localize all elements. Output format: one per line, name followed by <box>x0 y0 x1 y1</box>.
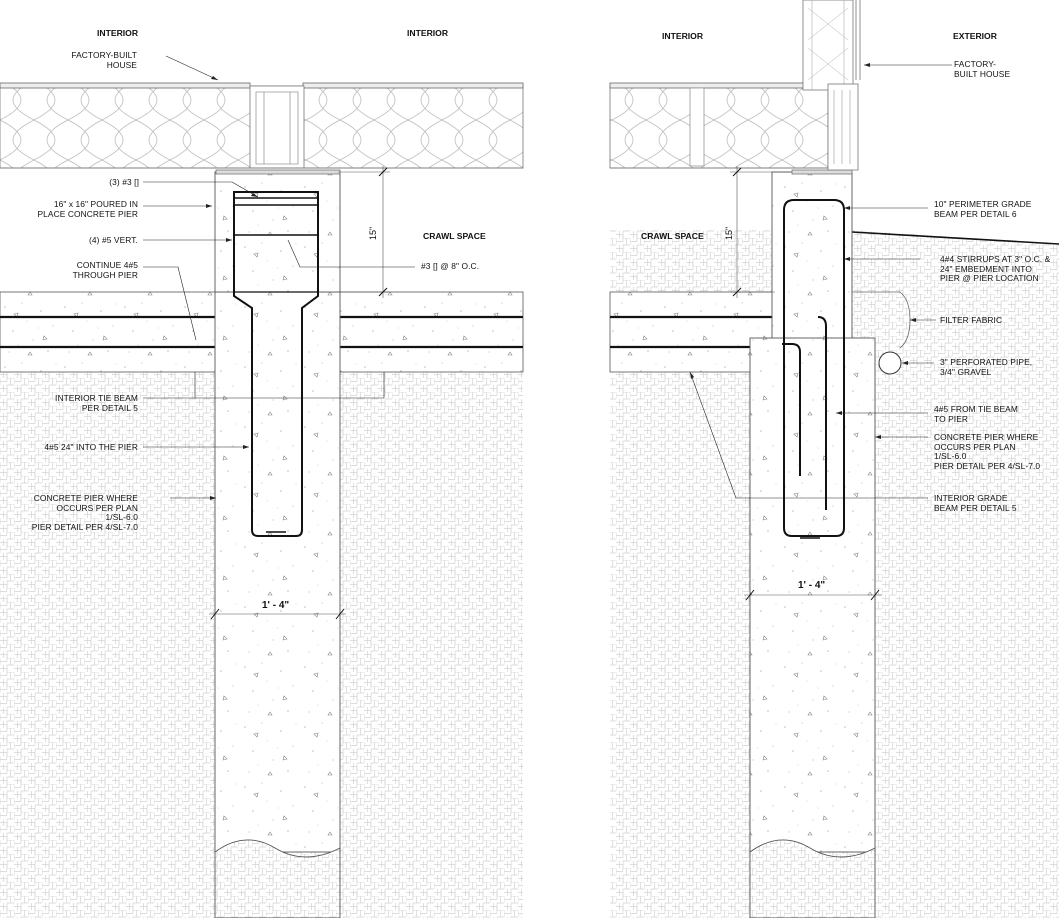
right-dim-pier-height: 15" <box>724 226 734 240</box>
left-heading-crawl-space: CRAWL SPACE <box>423 231 486 241</box>
right-detail <box>609 0 1059 918</box>
right-heading-crawl-space: CRAWL SPACE <box>641 231 704 241</box>
right-label-interior-beam: INTERIOR GRADE BEAM PER DETAIL 5 <box>934 493 1017 513</box>
left-dim-pier-width: 1' - 4" <box>262 600 290 611</box>
right-label-perforated-pipe: 3" PERFORATED PIPE, 3/4" GRAVEL <box>940 357 1033 377</box>
left-label-tie-beam: INTERIOR TIE BEAM PER DETAIL 5 <box>55 393 138 413</box>
left-label-tie-spacing: #3 [] @ 8" O.C. <box>421 261 480 271</box>
right-label-perimeter-beam: 10" PERIMETER GRADE BEAM PER DETAIL 6 <box>934 199 1032 219</box>
left-label-concrete-pier: CONCRETE PIER WHERE OCCURS PER PLAN 1/SL… <box>31 493 138 532</box>
left-heading-interior-right: INTERIOR <box>407 28 449 38</box>
left-label-ties: (3) #3 [] <box>109 177 139 187</box>
left-pier <box>214 291 341 853</box>
left-label-poured-pier: 16" x 16" POURED IN PLACE CONCRETE PIER <box>37 199 138 219</box>
right-floor-system <box>609 85 829 169</box>
right-exterior-wall <box>802 0 854 91</box>
left-detail <box>0 55 524 918</box>
left-label-factory-house: FACTORY-BUILT HOUSE <box>71 50 137 70</box>
left-heading-interior: INTERIOR <box>97 28 139 38</box>
left-label-continue-bars: CONTINUE 4#5 THROUGH PIER <box>72 260 138 280</box>
right-label-filter-fabric: FILTER FABRIC <box>940 315 1003 325</box>
left-rebar-cage <box>233 191 319 537</box>
right-label-tie-bars: 4#5 FROM TIE BEAM TO PIER <box>934 404 1018 424</box>
right-label-stirrups: 4#4 STIRRUPS AT 3" O.C. & 24" EMBEDMENT … <box>940 254 1051 284</box>
right-stirrup <box>783 199 845 537</box>
right-heading-interior: INTERIOR <box>662 31 704 41</box>
right-dim-pier-width: 1' - 4" <box>798 580 826 591</box>
left-label-into-pier: 4#5 24" INTO THE PIER <box>44 442 138 452</box>
perforated-pipe-icon <box>878 351 902 375</box>
left-dim-pier-height: 15" <box>368 226 378 240</box>
left-label-vert-bars: (4) #5 VERT. <box>89 235 138 245</box>
right-heading-exterior: EXTERIOR <box>953 31 997 41</box>
right-label-factory-house: FACTORY- BUILT HOUSE <box>954 59 1011 79</box>
right-label-concrete-pier: CONCRETE PIER WHERE OCCURS PER PLAN 1/SL… <box>934 432 1041 471</box>
